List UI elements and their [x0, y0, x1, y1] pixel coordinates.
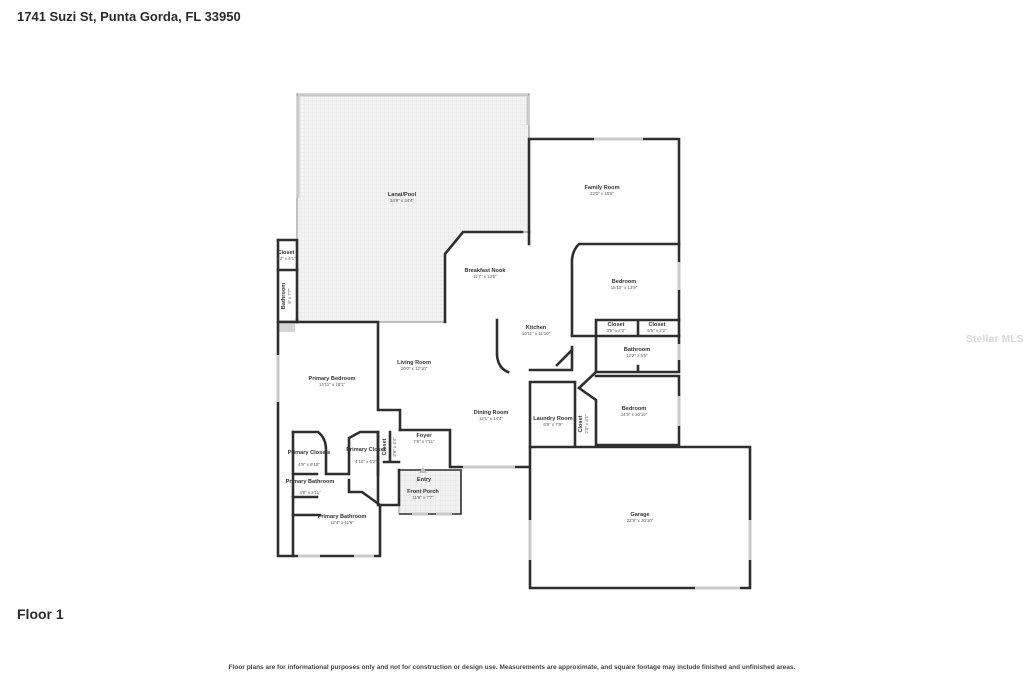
room-name: Bathroom [281, 283, 287, 309]
room-name: Lanai/Pool [388, 192, 417, 198]
room-dims: 12'4" x 11'6" [330, 520, 354, 525]
room-dims: 4'8" x 2'11" [299, 490, 321, 495]
room-dims: 12'2" x 5'5" [626, 353, 648, 358]
room-dims: 14'11" x 18'1" [319, 382, 346, 387]
room-dims: 6'5" x 7'9" [543, 422, 563, 427]
room-dims: 4'10" x 6'2" [355, 459, 377, 464]
room-name: Closet [382, 438, 388, 455]
room-dims: 7'6" x 7'11" [413, 439, 435, 444]
room-dims: 10'11" x 11'10" [522, 331, 551, 336]
room-name: Entry [417, 477, 432, 483]
room-dims: 2'3" x 4'1" [584, 414, 589, 434]
room-dims: 8' x 7'7" [287, 288, 292, 304]
room-name: Closet [607, 322, 624, 328]
room-dims: 5'3" x 4'1" [276, 256, 296, 261]
room-name: Breakfast Nook [464, 268, 506, 274]
room-name: Primary Closets [288, 450, 331, 456]
entry-arrow-icon [419, 467, 427, 473]
floor-label: Floor 1 [17, 606, 64, 622]
lanai-area [296, 93, 530, 323]
windows [276, 137, 752, 590]
room-name: Primary Closet [346, 447, 386, 453]
room-name: Living Room [397, 360, 431, 366]
room-name: Bedroom [612, 279, 637, 285]
disclaimer-text: Floor plans are for informational purpos… [228, 664, 796, 671]
room-dims: 22'9" x 20'10" [627, 518, 654, 523]
room-name: Family Room [584, 185, 619, 191]
room-dims: 15'10" x 13'9" [611, 285, 638, 290]
room-name: Closet [578, 415, 584, 432]
room-name: Primary Bathroom [286, 479, 335, 485]
room-name: Closet [277, 250, 294, 256]
room-name: Primary Bathroom [318, 514, 367, 520]
room-dims: 22'0" x 15'6" [590, 191, 615, 196]
room-dims: 6'5" x 2'2" [647, 328, 667, 333]
room-name: Garage [630, 512, 649, 518]
room-dims: 12'1" x 14'4" [479, 416, 504, 421]
room-dims: 2'9" x 4'4" [392, 437, 397, 457]
room-name: Front Porch [407, 489, 439, 495]
room-name: Bathroom [624, 347, 650, 353]
watermark-logo: Stellar MLS [966, 334, 1024, 345]
room-name: Bedroom [622, 406, 647, 412]
room-name: Closet [648, 322, 665, 328]
room-dims: 11'7" x 13'5" [473, 274, 497, 279]
room-dims: 4'9" x 6'10" [298, 462, 320, 467]
listing-address: 1741 Suzi St, Punta Gorda, FL 33950 [17, 9, 241, 24]
room-dims: 3'5" x 2'2" [606, 328, 626, 333]
room-name: Foyer [416, 433, 432, 439]
room-dims: 34'9" x 34'4" [390, 198, 415, 203]
front-porch-area [398, 469, 462, 515]
room-dims: 14'9" x 10'10" [621, 412, 648, 417]
room-dims: 10'0" x 12'10" [401, 366, 428, 371]
room-dims: 11'8" x 7'7" [412, 495, 434, 500]
room-labels: Lanai/Pool 34'9" x 34'4" Family Room 22'… [276, 185, 667, 525]
room-name: Primary Bedroom [309, 376, 356, 382]
room-name: Dining Room [474, 410, 509, 416]
room-name: Kitchen [526, 325, 547, 331]
room-name: Laundry Room [533, 416, 572, 422]
